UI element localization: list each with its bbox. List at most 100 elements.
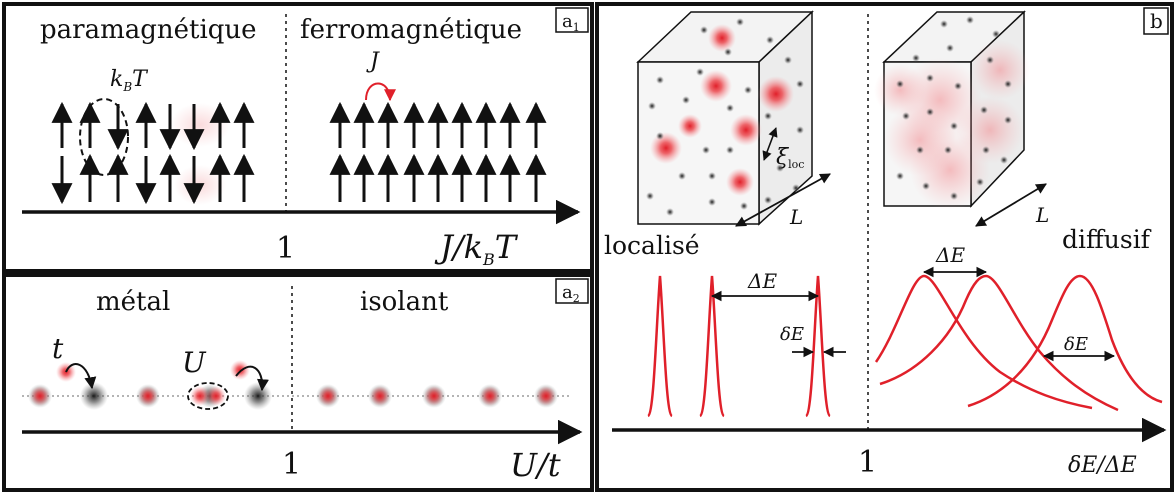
impurity-dot — [726, 146, 734, 154]
panel-a2-frame — [2, 273, 594, 492]
double-occupancy-circle — [187, 382, 229, 410]
impurity-dot — [784, 56, 792, 64]
impurity-dot — [702, 146, 710, 154]
panel-b-tag-box — [1143, 7, 1169, 35]
narrow-peak — [646, 275, 674, 418]
impurity-dot — [796, 126, 804, 134]
impurity-dot — [736, 18, 744, 26]
insulator-label: isolant — [360, 287, 449, 317]
impurity-dot — [986, 56, 994, 64]
electron — [758, 76, 794, 112]
extended-state — [910, 130, 990, 210]
electron — [678, 114, 702, 138]
interaction-label: U — [182, 346, 207, 379]
impurity-dot — [708, 172, 716, 180]
impurity-dot — [678, 172, 686, 180]
extended-state — [874, 64, 926, 116]
localized-states — [650, 24, 794, 196]
narrow-peak — [698, 275, 726, 418]
level-spacing-label-right: ΔE — [935, 243, 965, 267]
impurity-dot — [764, 196, 772, 204]
xi-arrow — [762, 127, 778, 161]
size-arrow-left — [735, 173, 831, 227]
ferromagnetic-label: ferromagnétique — [300, 15, 522, 45]
panel-a1: a1 paramagnétique ferromagnétique kBT J … — [2, 2, 594, 273]
thermal-fluctuation-circle — [79, 98, 129, 176]
size-label-right: L — [1035, 203, 1049, 227]
impurity-dot — [666, 208, 674, 216]
lattice-sites — [28, 360, 558, 410]
impurity-dot — [724, 48, 732, 56]
impurity-dot — [926, 108, 934, 116]
paramagnetic-label: paramagnétique — [40, 15, 257, 45]
impurity-dot — [950, 192, 958, 200]
impurity-dot — [896, 80, 904, 88]
panel-a2: a2 métal isolant t U 1 U/t — [2, 273, 594, 492]
electron — [424, 386, 444, 406]
impurity-dot — [740, 202, 748, 210]
metal-label: métal — [96, 287, 170, 317]
impurity-dot — [922, 182, 930, 190]
impurity-dot — [944, 146, 952, 154]
lattice-site — [80, 382, 108, 410]
electron — [206, 386, 226, 406]
broad-peak — [874, 274, 1093, 410]
panel-b: b ξloc L L localisé diffusif — [595, 2, 1174, 492]
electron — [480, 386, 500, 406]
b-tick-label: 1 — [858, 445, 877, 480]
impurity-dot — [954, 82, 962, 90]
panel-a1-frame — [2, 2, 594, 273]
diffusive-spectrum — [874, 274, 1163, 412]
diffusive-label: diffusif — [1062, 225, 1152, 254]
level-spacing-label-left: ΔE — [747, 269, 777, 293]
impurity-dot — [1004, 116, 1012, 124]
impurity-dot — [992, 30, 1000, 38]
panel-a2-tag-box — [555, 278, 589, 304]
impurity-dot — [646, 192, 654, 200]
thermal-energy-label: kBT — [110, 67, 149, 94]
impurity-dot — [656, 76, 664, 84]
electron — [318, 386, 338, 406]
panel-a1-tag: a1 — [562, 11, 580, 34]
impurities — [896, 16, 1012, 200]
electron — [190, 386, 210, 406]
thermal-haze — [174, 165, 226, 205]
localized-label: localisé — [604, 231, 700, 260]
impurity-dot — [656, 132, 664, 140]
localized-spectrum — [646, 275, 832, 418]
panel-a2-tag: a2 — [562, 282, 580, 305]
size-arrow-right — [975, 183, 1047, 227]
repulsion-arrow — [235, 365, 269, 392]
electron — [730, 114, 762, 146]
impurity-dot — [708, 198, 716, 206]
impurity-dot — [966, 16, 974, 24]
localization-length-label: ξloc — [776, 145, 804, 171]
ferromagnetic-spins — [329, 101, 547, 202]
electron — [700, 70, 732, 102]
electron — [650, 132, 682, 164]
impurity-dot — [766, 36, 774, 44]
hopping-label: t — [52, 332, 64, 365]
b-axis-label: δE/ΔE — [1068, 453, 1137, 478]
impurity-dot — [696, 68, 704, 76]
a1-tick-label: 1 — [276, 231, 295, 266]
electron — [536, 386, 556, 406]
electron — [30, 386, 50, 406]
impurity-dot — [764, 112, 772, 120]
broad-peak — [967, 274, 1163, 408]
impurity-dot — [926, 74, 934, 82]
hopping-arrow — [65, 363, 97, 390]
panel-b-frame — [595, 2, 1174, 492]
lattice-site — [244, 382, 272, 410]
impurity-dot — [648, 102, 656, 110]
impurity-dot — [976, 178, 984, 186]
impurity-dot — [896, 172, 904, 180]
impurity-dot — [916, 146, 924, 154]
size-label-left: L — [789, 205, 803, 229]
impurity-dot — [950, 122, 958, 130]
paramagnetic-spins — [51, 101, 255, 205]
localized-cube — [636, 10, 814, 226]
impurity-dot — [1004, 80, 1012, 88]
impurity-dot — [980, 106, 988, 114]
